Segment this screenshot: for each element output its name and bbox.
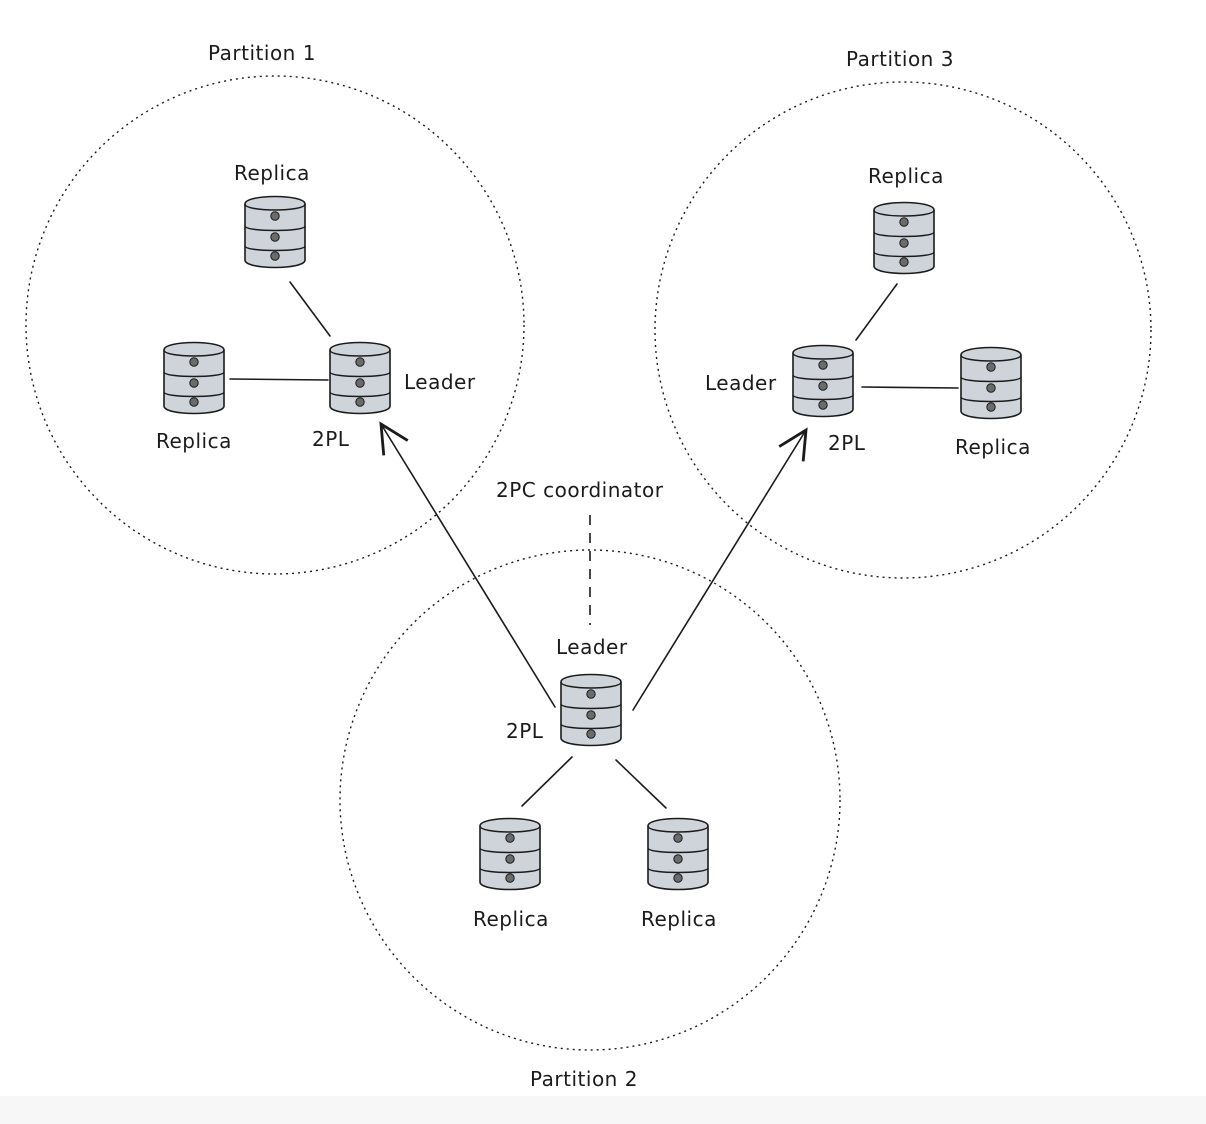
p2-leader-label: Leader [556,635,628,659]
coordinator-label: 2PC coordinator [496,478,664,502]
p1-top-replica-icon [244,195,306,269]
p2-link-right-replica [615,759,667,809]
partition-1-boundary [25,75,525,575]
p3-right-replica-label: Replica [955,435,1031,459]
p2-left-replica-icon [479,817,541,891]
p1-link-left-replica [229,378,329,381]
arrow-to-partition-3-leader [632,427,808,711]
p2-leader-icon [560,673,622,747]
partition-2-label: Partition 2 [530,1067,638,1091]
p1-link-top-replica [289,281,331,337]
p2-right-replica-icon [647,817,709,891]
p3-right-replica-icon [960,346,1022,420]
p3-top-replica-label: Replica [868,164,944,188]
partition-3-label: Partition 3 [846,47,954,71]
partition-1-label: Partition 1 [208,41,316,65]
p1-left-replica-label: Replica [156,429,232,453]
p2-left-replica-label: Replica [473,907,549,931]
p3-link-top-replica [855,283,898,341]
p1-leader-label: Leader [404,370,476,394]
p2-link-left-replica [521,756,573,807]
p3-top-replica-icon [873,201,935,275]
bottom-strip [0,1096,1206,1124]
p3-link-right-replica [861,386,959,389]
partition-2-boundary [339,549,841,1051]
p1-left-replica-icon [163,341,225,415]
p2-lock-label: 2PL [506,719,544,743]
p3-leader-label: Leader [705,371,777,395]
partition-3-boundary [654,81,1152,579]
p2-right-replica-label: Replica [641,907,717,931]
arrow-to-partition-1-leader [379,421,556,708]
p1-lock-label: 2PL [312,427,350,451]
p1-top-replica-label: Replica [234,161,310,185]
p3-leader-icon [792,344,854,418]
p1-leader-icon [329,341,391,415]
p3-lock-label: 2PL [828,431,866,455]
